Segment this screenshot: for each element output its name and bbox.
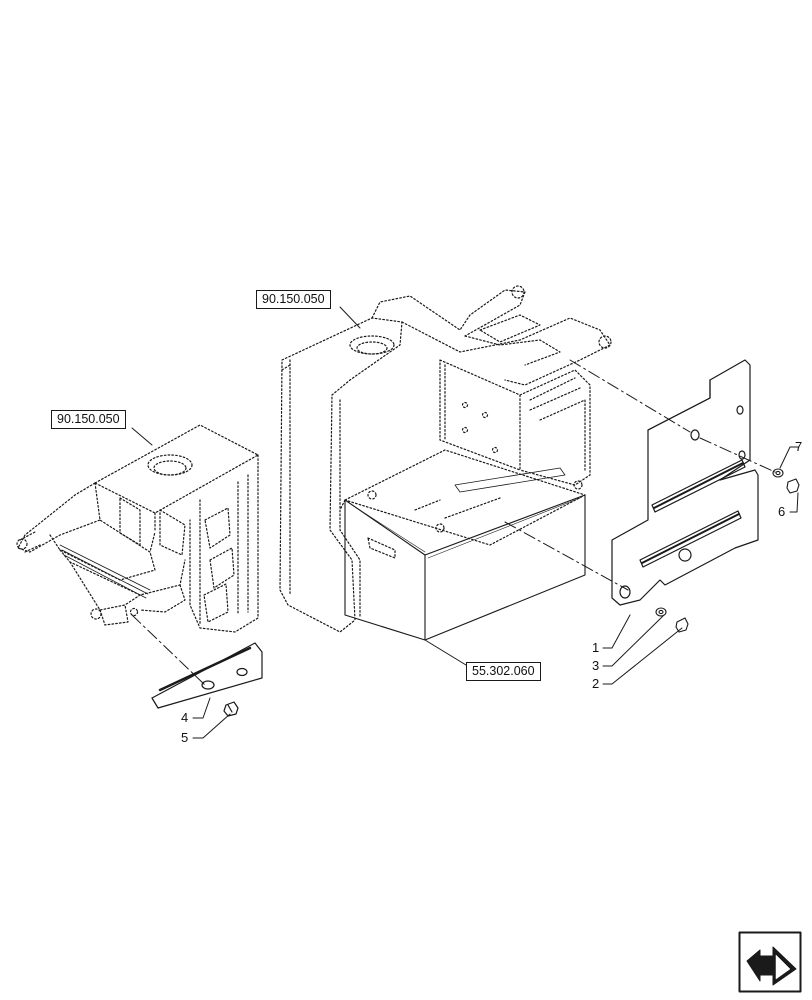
leader-1 bbox=[602, 614, 631, 649]
callout-4: 4 bbox=[181, 710, 189, 725]
upper-centerline bbox=[569, 359, 691, 433]
leader-2 bbox=[602, 627, 683, 685]
lower-centerline bbox=[504, 521, 629, 591]
leader-6 bbox=[789, 492, 799, 513]
callout-3: 3 bbox=[592, 658, 600, 673]
leader-5 bbox=[192, 713, 231, 739]
left-centerline bbox=[131, 614, 206, 686]
leader-7 bbox=[779, 446, 799, 469]
left-frame-assembly bbox=[16, 424, 259, 633]
leader-ref-center bbox=[339, 306, 361, 329]
center-frame-assembly bbox=[279, 285, 612, 633]
callout-6: 6 bbox=[778, 504, 786, 519]
callout-5: 5 bbox=[181, 730, 189, 745]
upper-centerline-ext bbox=[699, 437, 776, 473]
right-cover-plate bbox=[611, 359, 759, 606]
return-arrow-icon[interactable] bbox=[738, 931, 802, 993]
callout-2: 2 bbox=[592, 676, 600, 691]
reference-box-bottom[interactable]: 55.302.060 bbox=[466, 662, 541, 681]
upper-hardware bbox=[772, 468, 800, 494]
leader-ref-left bbox=[131, 427, 153, 446]
left-shim-plate bbox=[151, 642, 263, 717]
reference-box-center[interactable]: 90.150.050 bbox=[256, 290, 331, 309]
leader-4 bbox=[192, 697, 211, 719]
leader-ref-bottom bbox=[424, 639, 467, 666]
leader-3 bbox=[602, 615, 664, 667]
battery-box bbox=[344, 494, 586, 641]
reference-box-left[interactable]: 90.150.050 bbox=[51, 410, 126, 429]
callout-1: 1 bbox=[592, 640, 600, 655]
lower-hardware bbox=[655, 607, 689, 633]
callout-7: 7 bbox=[795, 439, 803, 454]
